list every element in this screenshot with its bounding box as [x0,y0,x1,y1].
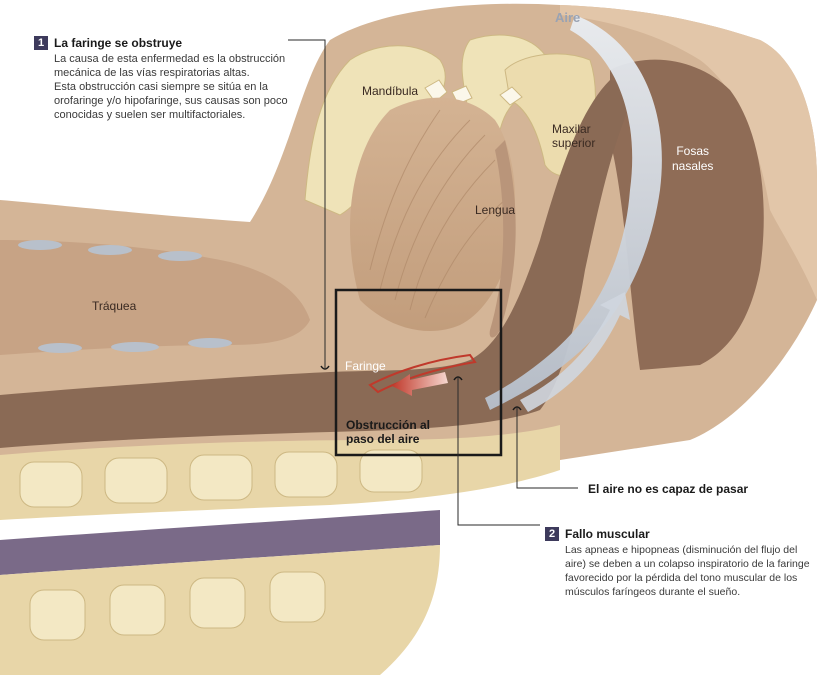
label-traquea: Tráquea [92,299,136,313]
step-1-badge: 1 [34,36,48,50]
label-maxilar: Maxilar superior [552,122,595,150]
step-1-line: mecánica de las vías respiratorias altas… [54,66,288,80]
step-2-title: Fallo muscular [565,527,650,541]
step-1-title: La faringe se obstruye [54,36,182,50]
step-2-badge: 2 [545,527,559,541]
step-1-line: Esta obstrucción casi siempre se sitúa e… [54,80,288,94]
label-obstruccion-line2: paso del aire [346,432,430,446]
step-1-line: conocidas y suelen ser multifactoriales. [54,108,288,122]
step-2-block: 2 Fallo muscular Las apneas e hipopneas … [545,527,810,599]
label-mandibula: Mandíbula [362,84,418,98]
label-lengua: Lengua [475,203,515,217]
step-1-block: 1 La faringe se obstruye La causa de est… [34,36,288,122]
step-2-line: músculos faríngeos durante el sueño. [565,585,810,599]
label-aire-no-pasa: El aire no es capaz de pasar [588,482,748,496]
label-fosas-nasales: Fosas nasales [672,144,713,174]
label-obstruccion-line1: Obstrucción al [346,418,430,432]
label-maxilar-line2: superior [552,136,595,150]
step-1-description: La causa de esta enfermedad es la obstru… [54,52,288,122]
step-1-line: La causa de esta enfermedad es la obstru… [54,52,288,66]
step-2-line: aire) se deben a un colapso inspiratorio… [565,557,810,571]
label-aire: Aire [555,10,580,25]
step-2-line: Las apneas e hipopneas (disminución del … [565,543,810,557]
step-1-line: orofaringe y/o hipofaringe, sus causas s… [54,94,288,108]
step-2-description: Las apneas e hipopneas (disminución del … [565,543,810,599]
label-fosas-line2: nasales [672,159,713,174]
step-2-line: favorecido por la pérdida del tono muscu… [565,571,810,585]
label-obstruccion: Obstrucción al paso del aire [346,418,430,446]
label-fosas-line1: Fosas [672,144,713,159]
label-faringe: Faringe [345,359,386,373]
label-maxilar-line1: Maxilar [552,122,595,136]
